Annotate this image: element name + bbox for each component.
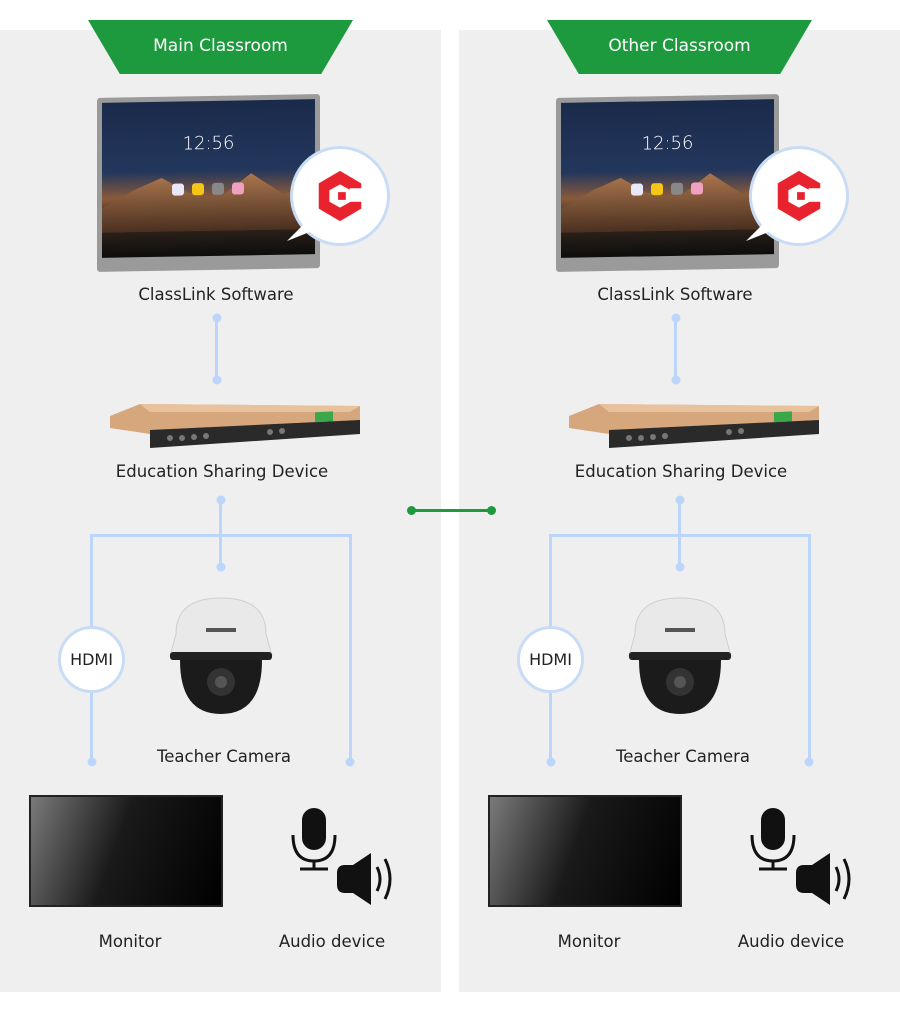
- tv-clock: 12:56: [182, 132, 235, 155]
- link-endpoint: [407, 506, 416, 515]
- classroom-title-tab: Main Classroom: [88, 20, 353, 74]
- tv-clock: 12:56: [641, 132, 694, 155]
- connection-line: [549, 534, 811, 537]
- monitor-icon: [29, 795, 223, 907]
- microphone-icon: [291, 808, 337, 871]
- camera-label: Teacher Camera: [157, 747, 291, 766]
- education-sharing-device: [569, 404, 819, 448]
- classroom-title: Main Classroom: [153, 36, 288, 56]
- classroom-link-line: [411, 509, 492, 512]
- teacher-camera-icon: [169, 597, 273, 714]
- hdmi-badge: HDMI: [58, 626, 125, 693]
- classlink-logo-icon: [749, 146, 849, 246]
- speaker-icon: [337, 853, 392, 905]
- classroom-title-tab: Other Classroom: [547, 20, 812, 74]
- other-classroom-panel: Other Classroom 12:56 ClassLink Software…: [459, 20, 900, 992]
- connection-line: [674, 318, 677, 380]
- device-label: Education Sharing Device: [115, 462, 329, 481]
- software-label: ClassLink Software: [138, 285, 294, 304]
- microphone-icon: [750, 808, 796, 871]
- teacher-camera-icon: [628, 597, 732, 714]
- interactive-flat-panel: 12:56: [556, 94, 779, 272]
- monitor-icon: [488, 795, 682, 907]
- connection-line: [349, 534, 352, 762]
- connection-line: [678, 500, 681, 567]
- classlink-logo-icon: [290, 146, 390, 246]
- device-label: Education Sharing Device: [574, 462, 788, 481]
- connection-line: [219, 500, 222, 567]
- hdmi-label: HDMI: [70, 650, 113, 669]
- software-label: ClassLink Software: [597, 285, 753, 304]
- audio-device-icon: [291, 808, 392, 905]
- audio-device-icon: [750, 808, 851, 905]
- hdmi-label: HDMI: [529, 650, 572, 669]
- hdmi-badge: HDMI: [517, 626, 584, 693]
- link-endpoint: [487, 506, 496, 515]
- education-sharing-device: [110, 404, 360, 448]
- classroom-title: Other Classroom: [608, 36, 751, 56]
- interactive-flat-panel: 12:56: [97, 94, 320, 272]
- connection-line: [90, 534, 352, 537]
- monitor-label: Monitor: [557, 932, 621, 951]
- monitor-label: Monitor: [98, 932, 162, 951]
- audio-label: Audio device: [278, 932, 386, 951]
- main-classroom-panel: Main Classroom 12:56 ClassLink Software …: [0, 20, 441, 992]
- connection-line: [215, 318, 218, 380]
- camera-label: Teacher Camera: [616, 747, 750, 766]
- speaker-icon: [796, 853, 851, 905]
- audio-label: Audio device: [737, 932, 845, 951]
- connection-line: [808, 534, 811, 762]
